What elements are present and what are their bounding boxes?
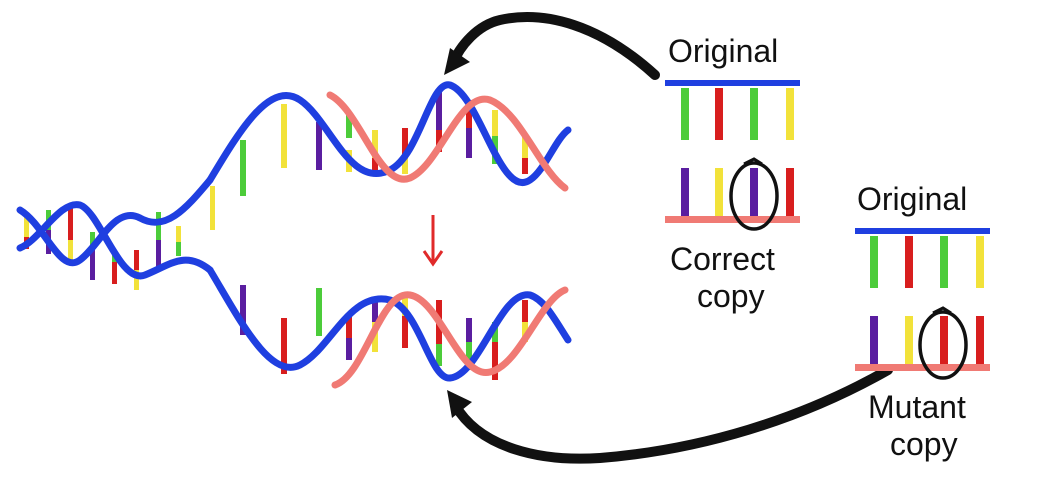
parent-strand-b — [16, 201, 214, 280]
top-circle-marker-icon — [729, 157, 779, 231]
correct-copy-panel: Original Correct copy — [665, 33, 800, 314]
lower-original-strand — [206, 266, 572, 382]
top-original-strand — [665, 80, 800, 86]
bottom-caption-line1: Mutant — [868, 389, 966, 425]
bottom-original-strand — [855, 228, 990, 234]
bottom-original-label: Original — [857, 181, 967, 217]
mutant-copy-panel: Original Mutant copy — [855, 181, 990, 462]
upper-new-strand — [326, 91, 569, 192]
bottom-circle-marker-icon — [918, 306, 968, 380]
top-copy-strand — [665, 216, 800, 223]
bottom-copy-strand — [855, 364, 990, 371]
dna-strands — [16, 81, 572, 389]
lower-new-strand — [331, 286, 569, 389]
top-caption-line2: copy — [697, 278, 765, 314]
upper-original-strand — [206, 81, 572, 186]
down-arrow-icon — [422, 215, 444, 267]
bottom-caption-line2: copy — [890, 426, 958, 462]
top-caption-line1: Correct — [670, 241, 775, 277]
bottom-curved-arrow-icon — [447, 365, 893, 464]
top-curved-arrow-icon — [444, 12, 660, 80]
top-original-label: Original — [668, 33, 778, 69]
